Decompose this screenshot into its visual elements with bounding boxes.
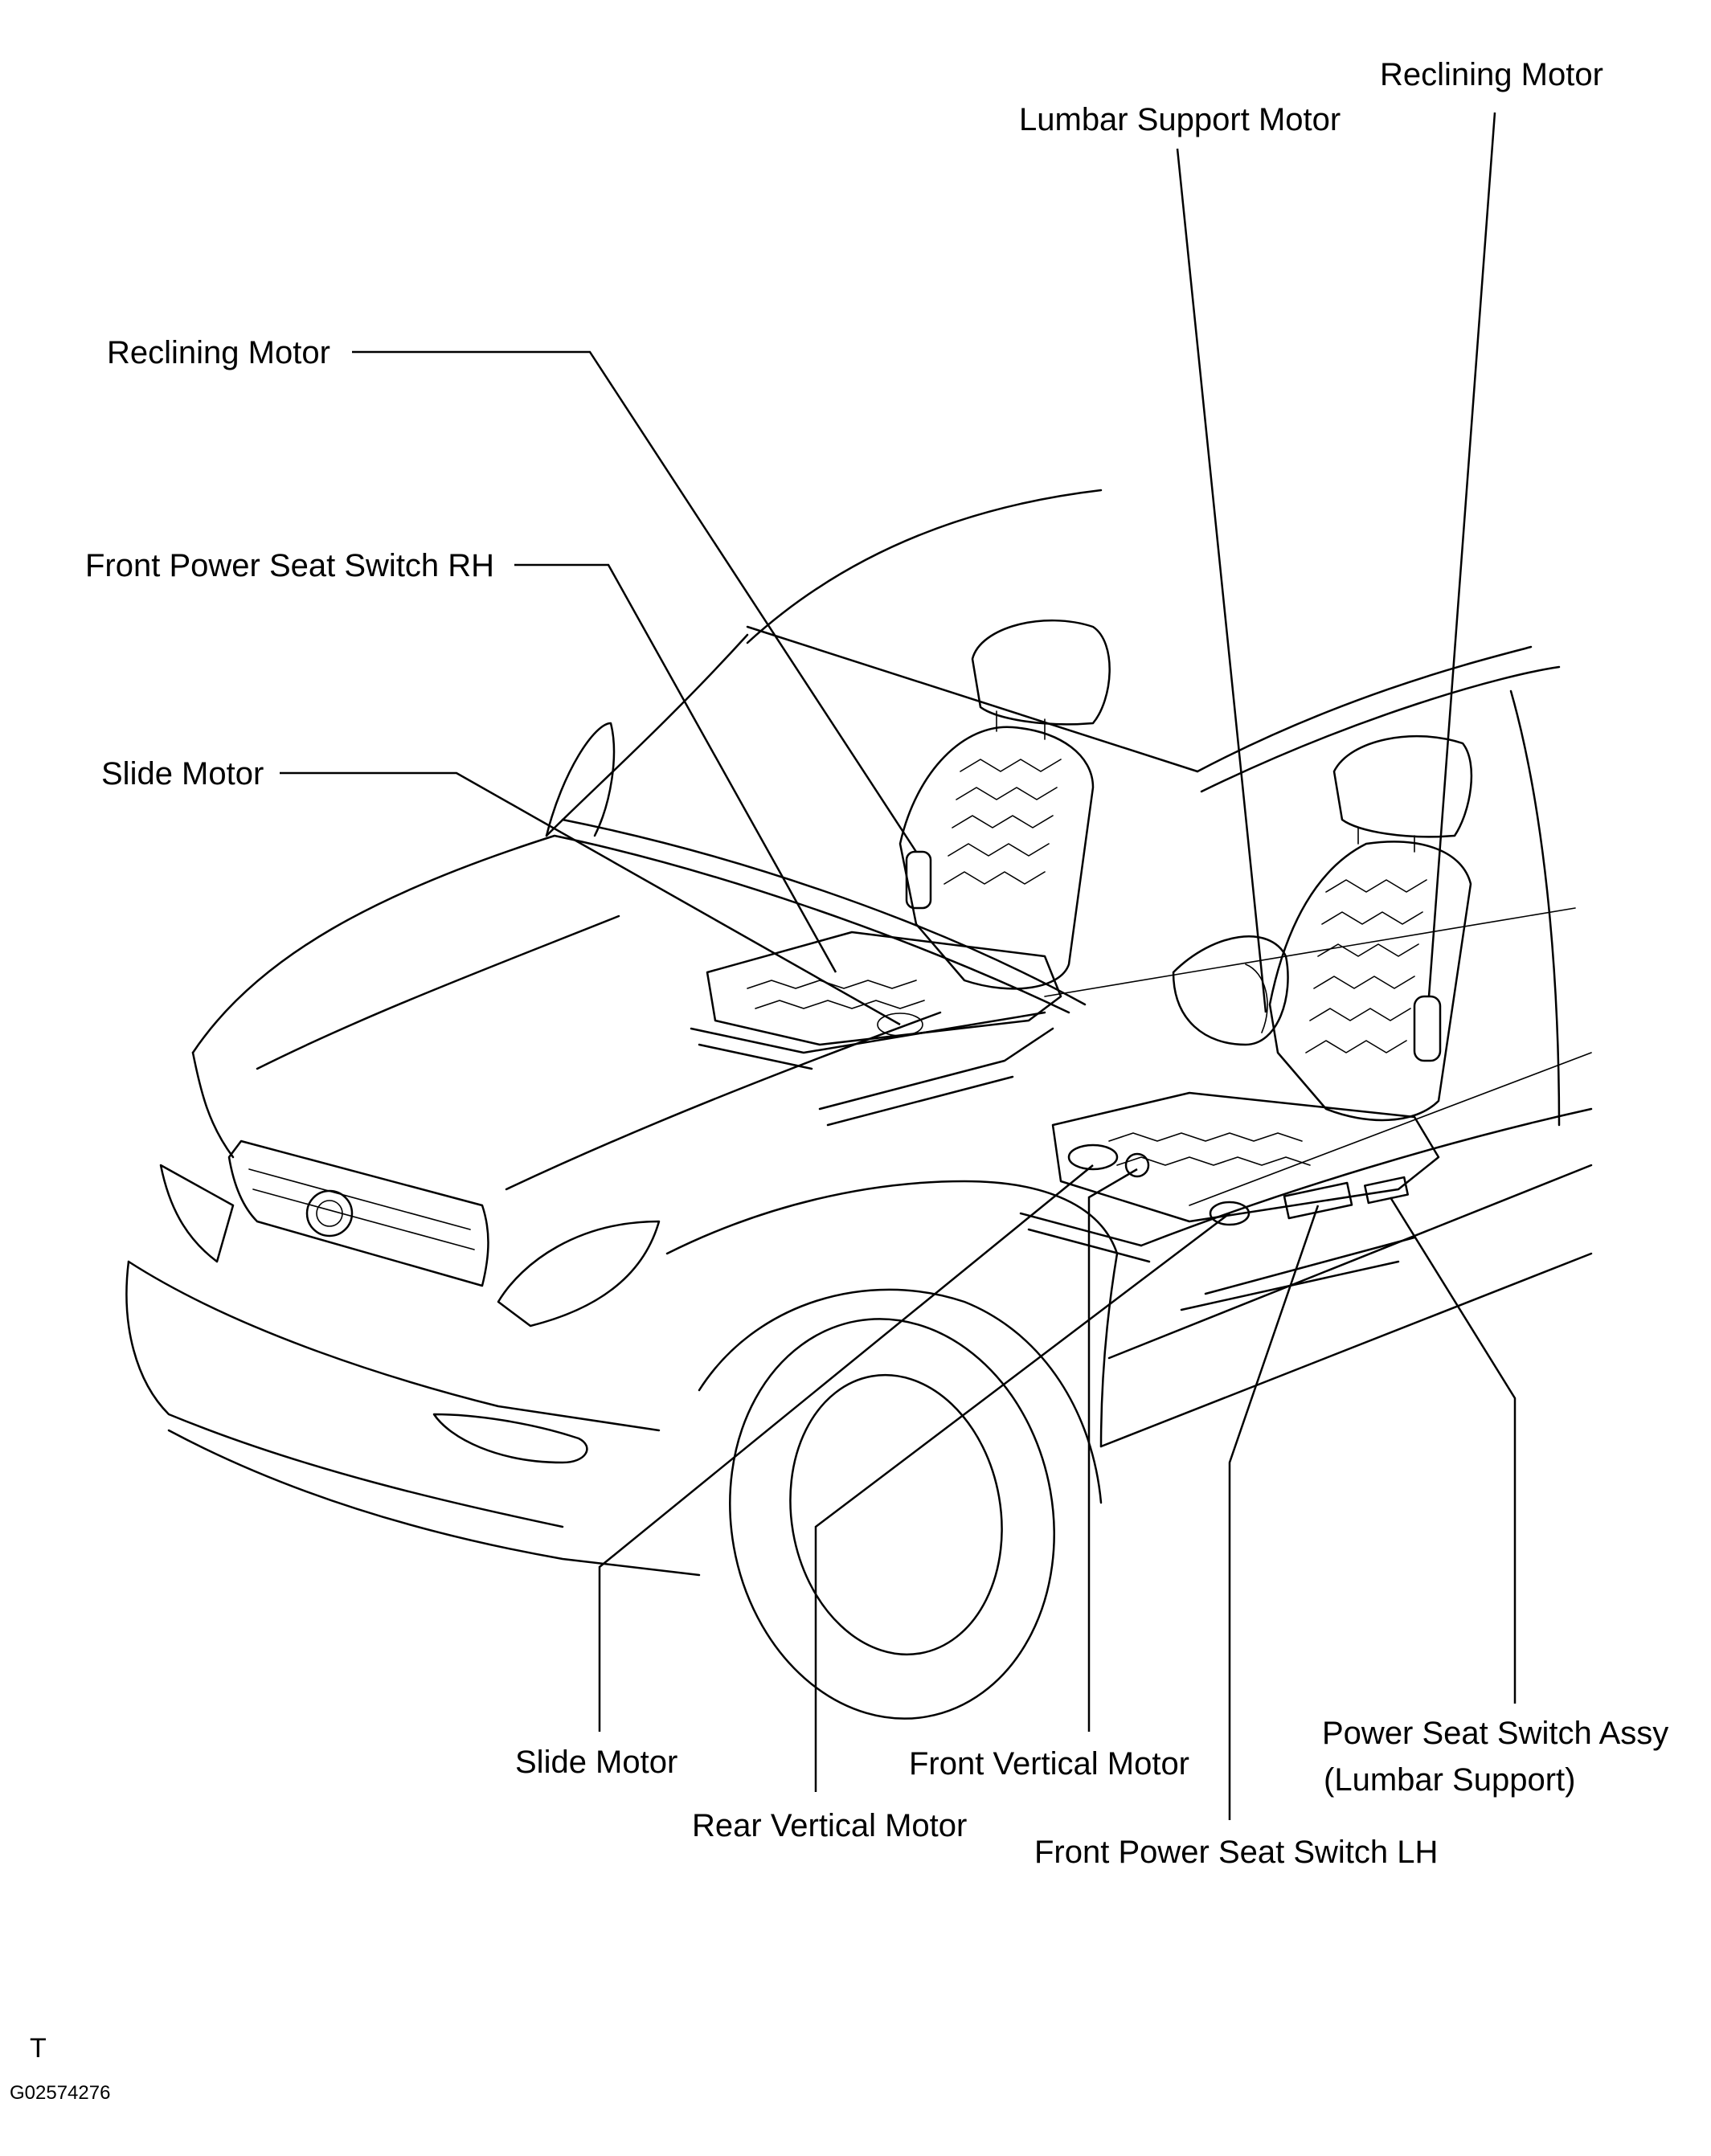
label-front-vertical-motor: Front Vertical Motor [909,1746,1189,1782]
seat-rh-cushion-springs [747,980,925,1009]
leader-lines [280,112,1592,1820]
grille-inner [248,1168,475,1250]
emblem [305,1189,354,1238]
seat-lh-back-frame [1268,841,1472,1122]
seat-rh-back-springs [944,759,1062,885]
seat-lh-back-springs [1305,879,1427,1053]
seat-lh-rear-vertical-motor-shape [1209,1201,1251,1226]
seat-rh-cushion-frame [706,931,1062,1046]
seat-lh-headrest [1332,734,1473,838]
label-front-power-seat-switch-rh: Front Power Seat Switch RH [85,548,494,583]
leader-front-power-seat-switch-lh [1228,1205,1320,1820]
seat-lh-lumbar-switch-box [1364,1176,1409,1205]
labels: Reclining Motor Front Power Seat Switch … [85,57,1668,1870]
wheel-arch [698,1288,1103,1504]
label-power-seat-switch-assy-line1: Power Seat Switch Assy [1322,1716,1668,1751]
hood-crease-2 [505,1011,942,1191]
roof-rail-right [1196,645,1533,773]
seat-rh-rail-right [818,1027,1054,1127]
seat-lh-reclining-motor-shape [1413,995,1442,1062]
a-pillar [545,633,749,837]
seat-rh-slide-motor-shape [877,1013,923,1037]
body-side-line [1099,1252,1593,1448]
seat-lh-rail-right [1180,1236,1416,1311]
leader-reclining-motor-right [1427,112,1496,997]
label-slide-motor-bottom: Slide Motor [515,1745,677,1780]
window-line [1140,1107,1593,1247]
seat-lh-switch-box [1283,1181,1353,1220]
front-wheel-rim [789,1373,1003,1656]
leader-power-seat-switch-assy [1389,1197,1517,1704]
figure-code: G02574276 [10,2082,110,2104]
side-mirror-inner [1245,963,1268,1033]
fender-line [665,1180,1119,1255]
leader-slide-motor-left [280,771,901,1026]
hood-crease [256,914,620,1070]
label-lumbar-support-motor: Lumbar Support Motor [1019,102,1341,137]
seat-rh-headrest [971,619,1111,726]
leader-rear-vertical-motor [814,1213,1230,1792]
label-reclining-motor-left: Reclining Motor [107,335,330,370]
foglamp [432,1413,588,1464]
vehicle-illustration [125,489,1593,1720]
label-power-seat-switch-assy-line2: (Lumbar Support) [1324,1762,1575,1798]
seat-rh [690,619,1111,1127]
leader-front-power-seat-switch-rh [514,563,837,973]
front-tire [729,1318,1055,1720]
windshield-top [746,625,1199,773]
footer: T G02574276 [10,2033,110,2104]
bumper-lower [125,1260,564,1528]
leader-reclining-motor-left [352,350,918,853]
leader-lumbar-support-motor [1176,148,1267,1013]
harness-line-1 [1044,907,1576,997]
side-mirror [1172,935,1289,1046]
hood-rear [561,818,1087,1006]
label-reclining-motor-right: Reclining Motor [1380,57,1603,92]
grille-outline [227,1139,489,1287]
seat-rh-reclining-motor-shape [905,850,932,910]
seat-rh-rail-left [690,1011,1046,1070]
seat-lh-rail-left [1019,1212,1151,1263]
label-front-power-seat-switch-lh: Front Power Seat Switch LH [1034,1835,1438,1870]
seat-rh-back-frame [898,726,1095,990]
seat-lh-slide-motor-shape [1067,1143,1119,1171]
door-front-edge [1099,1252,1119,1448]
roof-line [746,489,1103,644]
passenger-mirror [545,722,616,837]
emblem-inner [316,1200,343,1227]
hood-front-edge [191,1051,235,1159]
headlight-left [159,1164,235,1263]
leader-slide-motor-bottom [598,1164,1094,1732]
leader-front-vertical-motor [1087,1168,1138,1732]
harness-line-2 [1189,1052,1592,1206]
door-pillar [1509,689,1561,1127]
roof-rail-right-2 [1200,665,1561,793]
seat-lh-headrest-posts [1357,827,1415,853]
footer-mark: T [30,2033,47,2064]
seat-lh-cushion-frame [1051,1091,1440,1223]
bumper-bottom [167,1429,701,1577]
label-slide-motor-left: Slide Motor [101,756,264,792]
seat-lh-front-vertical-motor-shape [1124,1152,1150,1178]
seat-lh-cushion-springs [1108,1132,1311,1166]
label-rear-vertical-motor: Rear Vertical Motor [692,1808,967,1843]
bumper-top [127,1260,661,1432]
hood-outline [191,834,1070,1054]
body-side-line-2 [1107,1164,1593,1360]
headlight-right [497,1220,661,1328]
